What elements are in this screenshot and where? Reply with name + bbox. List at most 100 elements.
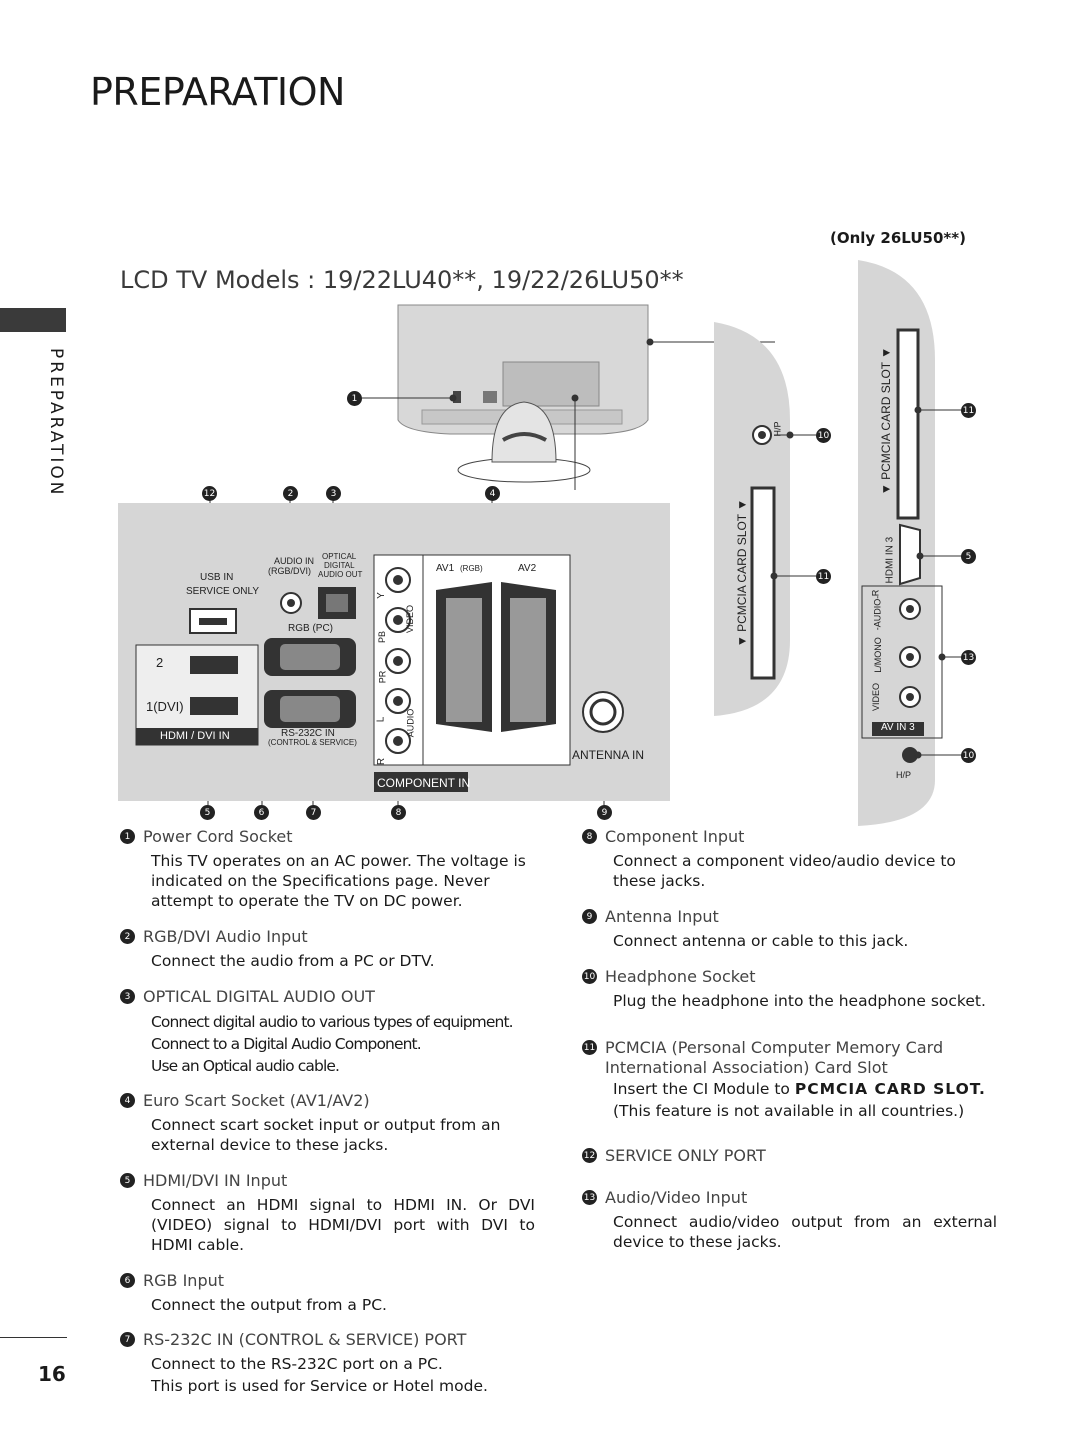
item-description: Connect to the RS-232C port on a PC. Thi… <box>151 1353 540 1397</box>
label-digital: DIGITAL <box>324 561 355 570</box>
callout-1: 1 <box>347 391 362 406</box>
label-service-only: SERVICE ONLY <box>186 586 259 597</box>
item-title: PCMCIA (Personal Computer Memory Card In… <box>605 1038 943 1078</box>
label-av2: AV2 <box>518 563 537 574</box>
label-y: Y <box>375 592 387 599</box>
item-description-line: (This feature is not available in all co… <box>613 1102 965 1120</box>
item-description: Connect the audio from a PC or DTV. <box>151 952 435 970</box>
item-number: 8 <box>582 829 597 844</box>
label-hp-top: H/P <box>772 421 783 437</box>
label-control-service: (CONTROL & SERVICE) <box>268 738 357 747</box>
label-r: R <box>376 757 388 766</box>
item-title: Power Cord Socket <box>143 827 293 846</box>
item-description-line: Connect to the RS-232C port on a PC. <box>151 1355 443 1373</box>
item-number: 10 <box>582 969 597 984</box>
item-title: Headphone Socket <box>605 967 756 986</box>
item-number: 3 <box>120 989 135 1004</box>
label-r-side: R <box>870 589 881 597</box>
item-optical-out: 3 OPTICAL DIGITAL AUDIO OUT Connect digit… <box>120 987 540 1077</box>
item-description: Connect digital audio to various types o… <box>151 1011 540 1077</box>
label-av1: AV1 <box>436 563 455 574</box>
item-description-line: This port is used for Service or Hotel m… <box>151 1377 488 1395</box>
callout-10b: 10 <box>961 748 976 763</box>
item-title: OPTICAL DIGITAL AUDIO OUT <box>143 987 375 1006</box>
item-audio-video-input: 13 Audio/Video Input Connect audio/video … <box>582 1188 1002 1252</box>
label-optical: OPTICAL <box>322 552 357 561</box>
item-description: Insert the CI Module to PCMCIA CARD SLOT… <box>613 1078 1002 1122</box>
item-title: Antenna Input <box>605 907 719 926</box>
item-title-line: PCMCIA (Personal Computer Memory Card <box>605 1038 944 1057</box>
item-number: 4 <box>120 1093 135 1108</box>
label-rs232: RS-232C IN <box>281 728 335 739</box>
callout-13: 13 <box>961 650 976 665</box>
label-pcmcia-slot-left: ▼ PCMCIA CARD SLOT ▼ <box>735 498 750 648</box>
item-number: 1 <box>120 829 135 844</box>
item-headphone-socket: 10 Headphone Socket Plug the headphone in… <box>582 967 1002 1011</box>
item-rgb-dvi-audio: 2 RGB/DVI Audio Input Connect the audio f… <box>120 927 540 971</box>
label-pr: PR <box>377 670 388 684</box>
item-title: SERVICE ONLY PORT <box>605 1146 766 1165</box>
callout-11b: 11 <box>961 403 976 418</box>
callout-2: 2 <box>283 486 298 501</box>
item-number: 13 <box>582 1190 597 1205</box>
callout-11a: 11 <box>816 569 831 584</box>
callout-5: 5 <box>200 805 215 820</box>
label-pb: PB <box>377 630 388 644</box>
item-title: Euro Scart Socket (AV1/AV2) <box>143 1091 370 1110</box>
label-rgb-dvi: (RGB/DVI) <box>268 566 312 576</box>
item-title: RGB/DVI Audio Input <box>143 927 308 946</box>
callout-4: 4 <box>485 486 500 501</box>
label-video: VIDEO <box>405 604 416 634</box>
item-description: Connect audio/video output from an exter… <box>613 1213 997 1251</box>
item-description-line: Connect digital audio to various types o… <box>151 1013 514 1031</box>
label-audio-side: -AUDIO- <box>872 595 883 631</box>
item-rgb-input: 6 RGB Input Connect the output from a PC. <box>120 1271 540 1315</box>
label-pcmcia-slot-right: ▼ PCMCIA CARD SLOT ▼ <box>879 346 894 496</box>
label-rgb-pc: RGB (PC) <box>288 623 333 634</box>
label-usb-in: USB IN <box>200 572 234 583</box>
item-power-cord: 1 Power Cord Socket This TV operates on a… <box>120 827 540 911</box>
page-number: 16 <box>38 1362 66 1386</box>
item-number: 12 <box>582 1148 597 1163</box>
connection-diagram <box>118 260 962 826</box>
item-title: Component Input <box>605 827 745 846</box>
item-description-line: Connect to a Digital Audio Component. <box>151 1035 422 1053</box>
item-title: RS-232C IN (CONTROL & SERVICE) PORT <box>143 1330 467 1349</box>
item-pcmcia-slot: 11 PCMCIA (Personal Computer Memory Card… <box>582 1038 1002 1122</box>
item-title: Audio/Video Input <box>605 1188 748 1207</box>
item-number: 6 <box>120 1273 135 1288</box>
item-title: HDMI/DVI IN Input <box>143 1171 288 1190</box>
callout-3: 3 <box>326 486 341 501</box>
label-audio-in: AUDIO IN <box>274 556 315 566</box>
label-hdmi-dvi-in: HDMI / DVI IN <box>160 730 230 742</box>
label-hp-bottom: H/P <box>896 770 912 780</box>
item-description: Connect an HDMI signal to HDMI IN. Or DV… <box>151 1196 535 1254</box>
label-lmono: L/MONO <box>872 637 883 673</box>
item-description: This TV operates on an AC power. The vol… <box>151 852 526 910</box>
item-number: 2 <box>120 929 135 944</box>
label-av1-rgb: (RGB) <box>460 564 483 573</box>
callout-7: 7 <box>306 805 321 820</box>
label-av-in3: AV IN 3 <box>881 722 915 733</box>
item-title: RGB Input <box>143 1271 225 1290</box>
callout-9: 9 <box>597 805 612 820</box>
item-description: Connect the output from a PC. <box>151 1296 387 1314</box>
model-only-note: (Only 26LU50**) <box>830 229 966 247</box>
label-video-side: VIDEO <box>871 682 882 712</box>
item-description: Plug the headphone into the headphone so… <box>613 992 986 1010</box>
label-audio-out: AUDIO OUT <box>318 570 363 579</box>
item-number: 5 <box>120 1173 135 1188</box>
page-number-rule <box>0 1337 67 1338</box>
section-tab-marker <box>0 308 66 332</box>
tv-back-illustration <box>397 304 649 483</box>
pcmcia-card-slot-emphasis: PCMCIA CARD SLOT. <box>794 1080 986 1098</box>
item-description: Connect antenna or cable to this jack. <box>613 932 909 950</box>
models-title: LCD TV Models : 19/22LU40**, 19/22/26LU5… <box>120 266 684 294</box>
label-component-in: COMPONENT IN <box>377 776 471 790</box>
item-hdmi-dvi-in: 5 HDMI/DVI IN Input Connect an HDMI signa… <box>120 1171 540 1255</box>
label-audio: AUDIO <box>405 708 416 738</box>
